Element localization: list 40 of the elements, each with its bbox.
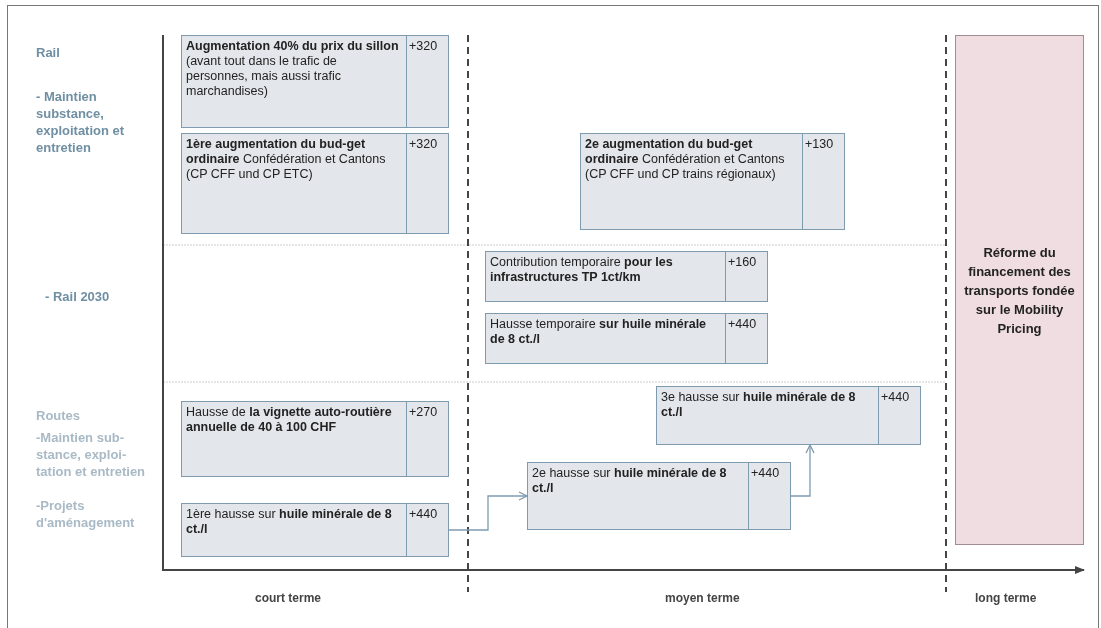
measure-box — [181, 401, 449, 477]
measure-text: Hausse temporaire sur huile minérale de 8 ct./l — [489, 316, 708, 348]
row-label: -Maintien sub-stance, exploi-tation et entretien — [36, 429, 147, 480]
row-label: Rail — [36, 44, 61, 61]
axis-label: long terme — [975, 590, 1038, 607]
measure-text: 1ère hausse sur huile minérale de 8 ct./l — [185, 506, 393, 538]
measure-text: 1ère augmentation du bud-get ordinaire Confédération et Cantons (CP CFF und CP ETC) — [185, 136, 387, 183]
amount-text: +320 — [406, 134, 448, 233]
axis-label: court terme — [255, 590, 323, 607]
arrow — [790, 444, 815, 497]
measure-box — [181, 133, 449, 234]
amount-text: +320 — [406, 36, 448, 127]
highlight-box — [955, 35, 1084, 545]
row-label: -Projets d'aménagement — [36, 497, 136, 531]
measure-text: Augmentation 40% du prix du sillon (avant tout dans le trafic de personnes, mais aussi trafic marchandises) — [185, 38, 400, 100]
measure-text: Contribution temporaire pour les infrastructures TP 1ct/km — [489, 254, 674, 286]
axis-label: moyen terme — [665, 590, 741, 607]
measure-text: Réforme du financement des transports fondée sur le Mobility Pricing — [963, 243, 1076, 338]
measure-box — [485, 251, 768, 302]
measure-box — [656, 386, 921, 445]
measure-box — [527, 462, 791, 530]
arrow — [448, 491, 528, 531]
measure-box — [580, 133, 845, 230]
amount-text: +440 — [748, 463, 790, 529]
row-label: - Rail 2030 — [45, 288, 111, 305]
measure-text: 2e augmentation du bud-get ordinaire Confédération et Cantons (CP CFF und CP trains régionaux) — [584, 136, 786, 183]
measure-text: Hausse de la vignette auto-routière annuelle de 40 à 100 CHF — [185, 404, 393, 436]
measure-text: 3e hausse sur huile minérale de 8 ct./l — [660, 389, 857, 421]
row-label: - Maintien substance, exploitation et entretien — [36, 88, 126, 156]
amount-text: +270 — [406, 402, 448, 476]
amount-text: +130 — [802, 134, 844, 229]
amount-text: +440 — [406, 504, 448, 556]
row-label: Routes — [36, 407, 82, 424]
measure-text: 2e hausse sur huile minérale de 8 ct./l — [531, 465, 728, 497]
measure-box — [181, 35, 449, 128]
amount-text: +440 — [725, 314, 767, 363]
amount-text: +160 — [725, 252, 767, 301]
measure-box — [181, 503, 449, 557]
measure-box — [485, 313, 768, 364]
amount-text: +440 — [878, 387, 920, 444]
